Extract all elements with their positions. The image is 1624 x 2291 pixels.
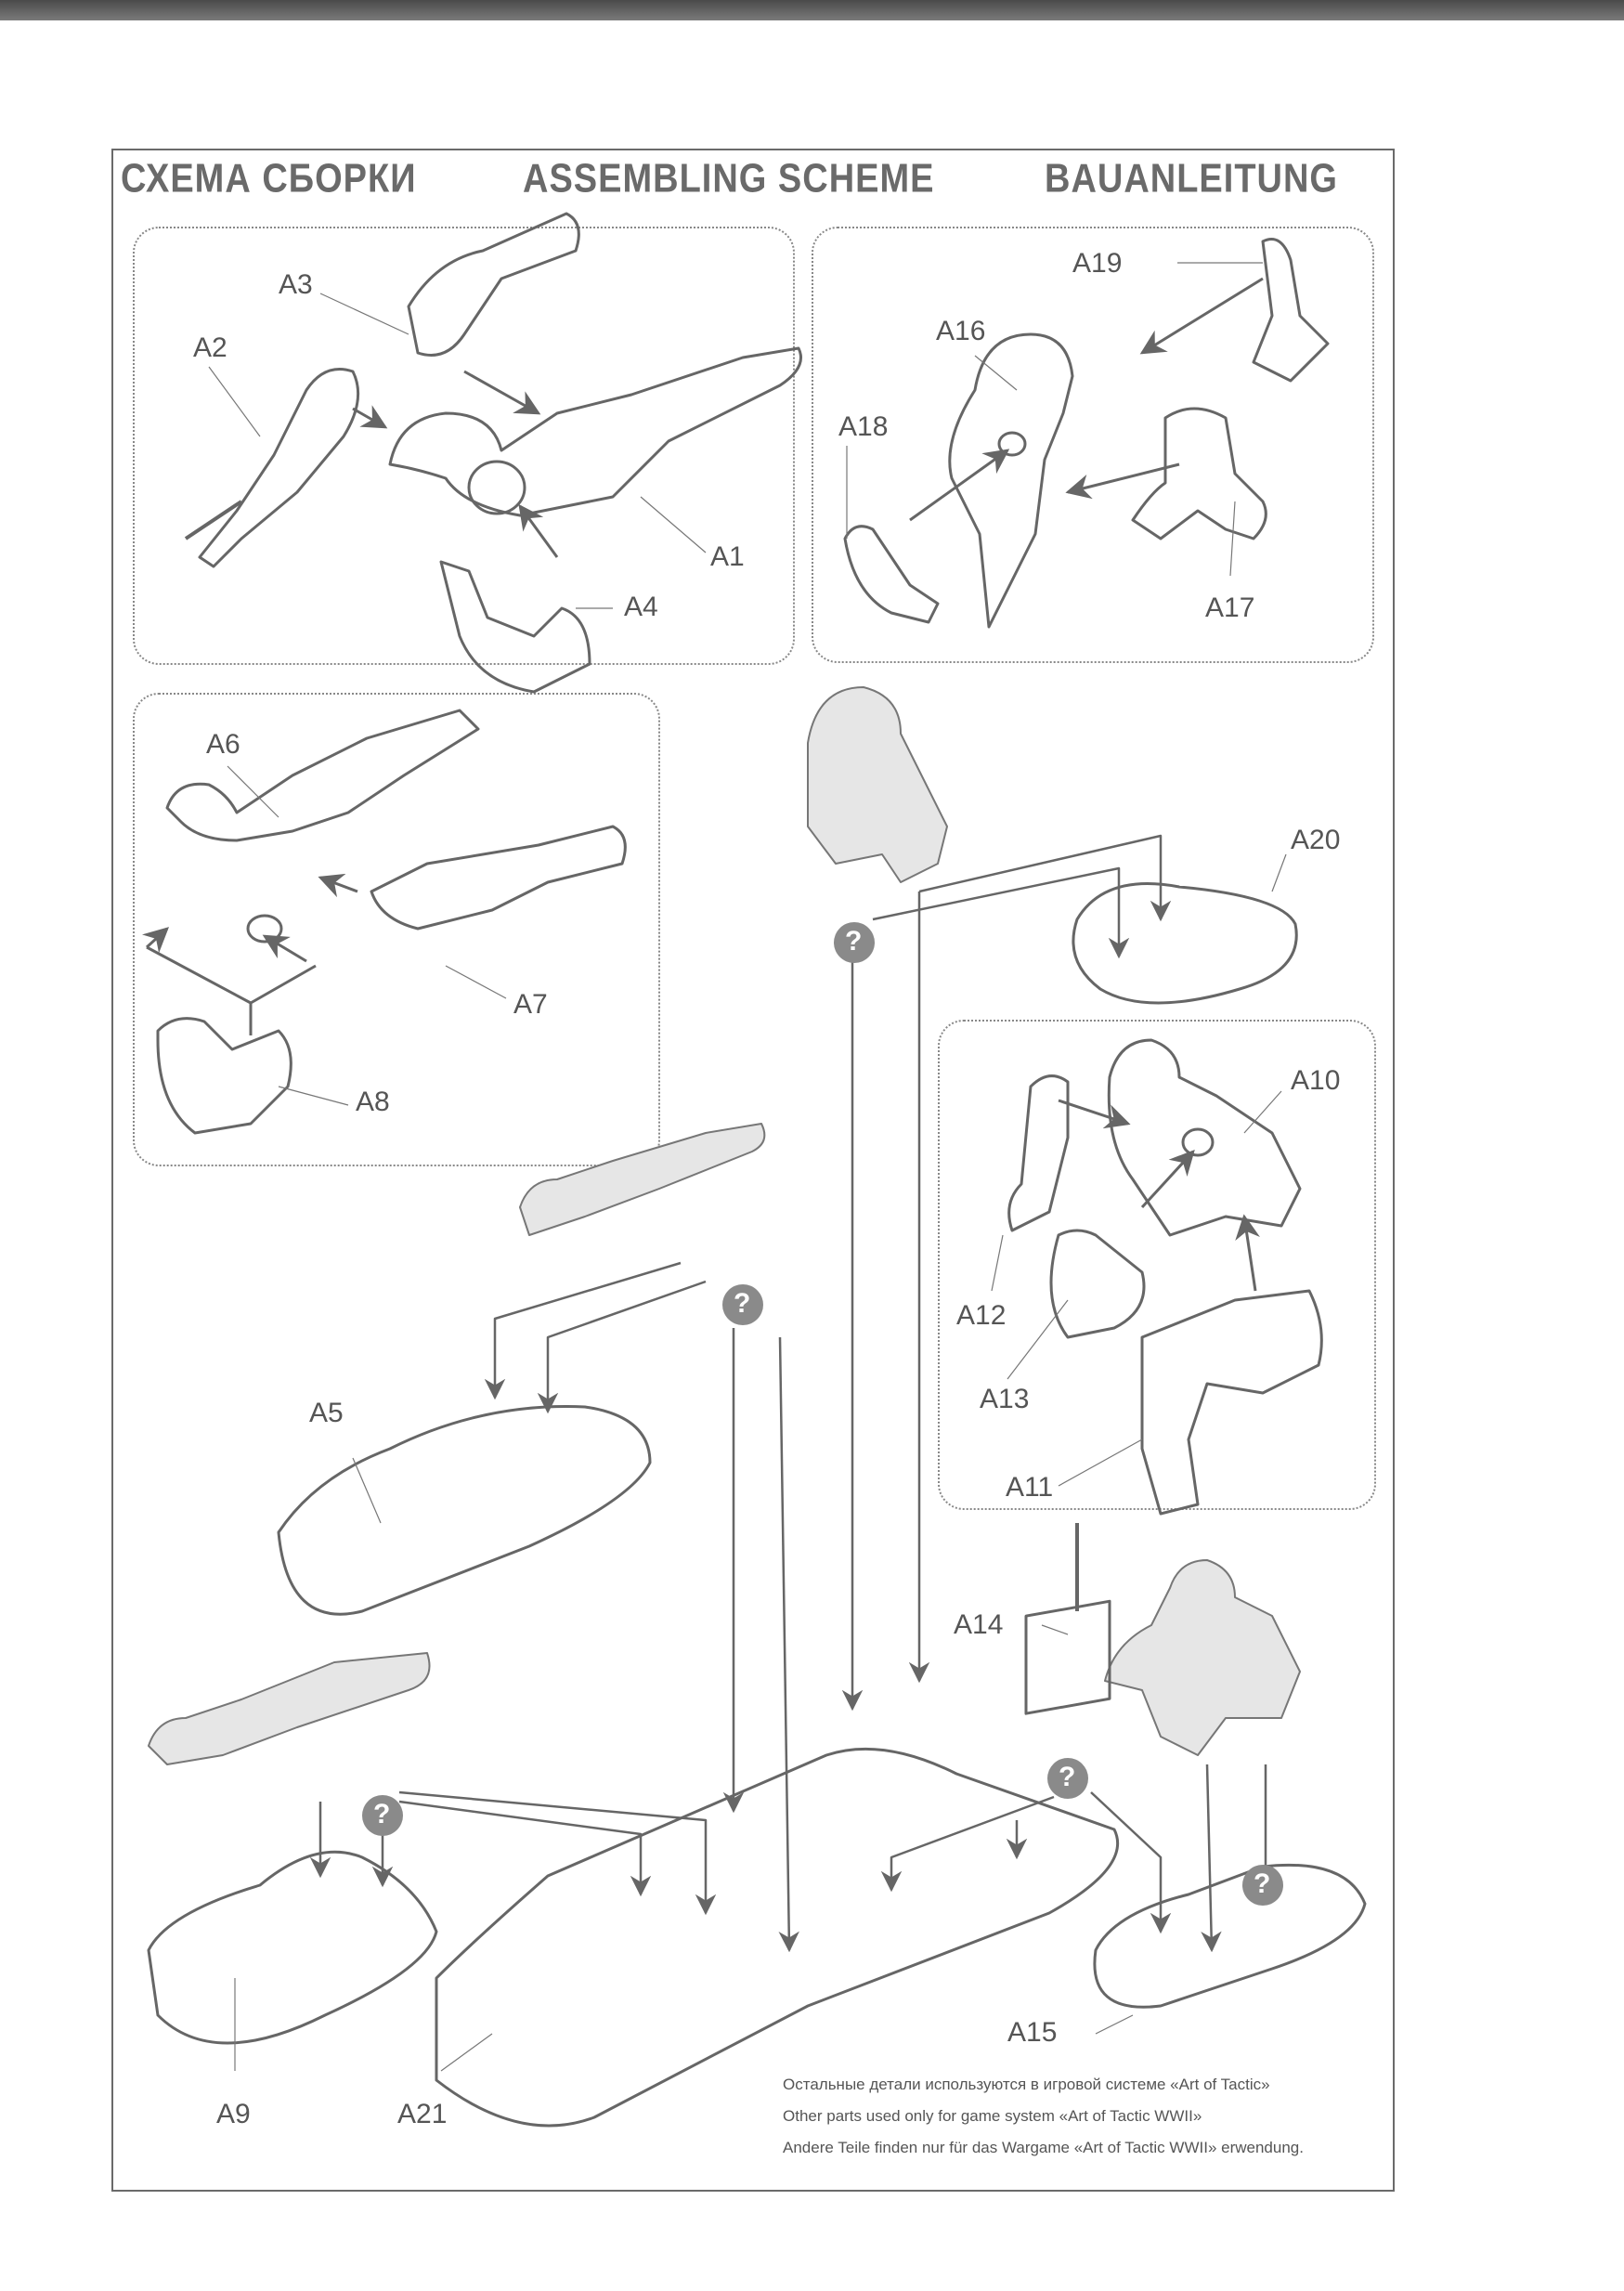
part-label-a4: A4 [624, 592, 658, 622]
panel-radio-operator [938, 1020, 1376, 1510]
panel-officer-with-book [812, 227, 1374, 663]
part-a12-arm [1007, 1074, 1070, 1232]
question-markers [362, 922, 1283, 1906]
assembled-officer [807, 686, 948, 883]
question-marker-radio [1047, 1758, 1088, 1799]
part-a15-base [1093, 1863, 1367, 2009]
part-a4-arm [439, 560, 591, 694]
part-a1-body [388, 346, 802, 517]
part-label-a8: A8 [356, 1087, 390, 1117]
part-label-a2: A2 [193, 332, 227, 363]
footer-note-russian: Остальные детали используются в игровой … [783, 2076, 1270, 2093]
question-glyph: ? [734, 1288, 751, 1319]
question-glyph: ? [1254, 1868, 1271, 1899]
part-a18-arm [843, 525, 940, 624]
part-a3-arm [407, 212, 580, 357]
part-a7-legs [370, 825, 627, 931]
part-label-a12: A12 [956, 1300, 1007, 1331]
part-a5-base [277, 1405, 652, 1616]
panel-prone-rifleman [133, 227, 795, 665]
assembled-radio-operator [1104, 1559, 1301, 1756]
part-label-a18: A18 [838, 411, 889, 442]
part-a20-base [1072, 882, 1298, 1005]
question-marker-radio-operator [1242, 1865, 1283, 1906]
part-label-a3: A3 [279, 269, 313, 300]
part-label-a9: A9 [216, 2099, 251, 2129]
part-a1-socket [467, 460, 526, 515]
part-label-a7: A7 [513, 989, 548, 1020]
part-label-a6: A6 [206, 729, 240, 760]
title-russian: СХЕМА СБОРКИ [121, 156, 417, 202]
title-german: BAUANLEITUNG [1045, 156, 1338, 202]
question-marker-rifleman [722, 1284, 763, 1325]
question-marker-officer [834, 922, 875, 963]
instruction-frame [111, 149, 1395, 2192]
part-a6-body [165, 709, 480, 842]
part-a21-base [435, 1747, 1120, 2128]
footer-notes: Остальные детали используются в игровой … [783, 2069, 1304, 2164]
part-label-a1: A1 [710, 541, 745, 572]
footer-note-english: Other parts used only for game system «A… [783, 2107, 1202, 2125]
part-a2-arm [198, 368, 360, 568]
part-label-a5: A5 [309, 1398, 344, 1428]
assembled-observer [148, 1652, 431, 1765]
part-a13-arm [1049, 1229, 1146, 1339]
part-label-a19: A19 [1072, 248, 1123, 279]
title-english: ASSEMBLING SCHEME [523, 156, 935, 202]
part-label-a14: A14 [954, 1609, 1004, 1640]
question-glyph: ? [845, 926, 863, 957]
part-label-a13: A13 [980, 1384, 1030, 1414]
footer-note-german: Andere Teile finden nur für das Wargame … [783, 2139, 1304, 2156]
question-glyph: ? [373, 1799, 391, 1829]
part-label-a11: A11 [1006, 1472, 1054, 1503]
part-a8-arms [156, 1017, 292, 1135]
part-a16-body [948, 332, 1074, 629]
panel-prone-observer [133, 693, 660, 1166]
part-a19-arm-book [1252, 238, 1330, 383]
part-a14-radio [1024, 1599, 1111, 1715]
part-a17-legs [1131, 407, 1267, 540]
part-a11-legs [1140, 1289, 1323, 1516]
part-a9-base [147, 1850, 438, 2045]
part-label-a10: A10 [1291, 1065, 1341, 1096]
part-label-a16: A16 [936, 316, 986, 346]
question-glyph: ? [1059, 1762, 1076, 1792]
part-a10-torso [1107, 1038, 1302, 1237]
scan-edge [0, 0, 1624, 20]
question-marker-observer [362, 1795, 403, 1836]
part-label-a20: A20 [1291, 825, 1341, 855]
part-label-a17: A17 [1205, 592, 1255, 623]
assembled-rifleman [519, 1123, 766, 1236]
part-label-a21: A21 [397, 2099, 448, 2129]
part-label-a15: A15 [1007, 2017, 1058, 2048]
